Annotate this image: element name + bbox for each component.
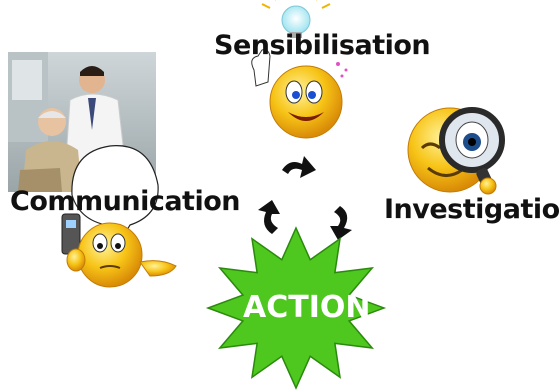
action-starburst <box>205 226 387 390</box>
cycle-arrows-icon <box>258 156 352 240</box>
smiley-with-magnifier-icon <box>407 107 505 195</box>
label-investigation: Investigation <box>384 194 559 225</box>
smiley-with-phone-icon <box>61 213 177 288</box>
speech-bubble <box>71 145 159 244</box>
label-sensibilisation: Sensibilisation <box>214 30 431 61</box>
label-action: ACTION <box>243 290 371 325</box>
label-communication: Communication <box>10 186 241 217</box>
smiley-with-lightbulb-icon <box>251 0 348 139</box>
